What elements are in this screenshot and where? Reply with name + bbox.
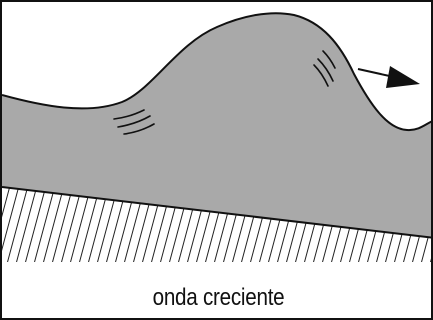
hatch-line xyxy=(16,182,38,264)
wave-body xyxy=(2,13,433,238)
diagram-caption: onda creciente xyxy=(32,284,404,312)
hatch-line xyxy=(7,182,29,264)
hatch-line xyxy=(2,182,11,264)
arrow-right-icon xyxy=(358,66,420,88)
hatch-line xyxy=(2,182,20,264)
hatch-line xyxy=(25,182,47,264)
hatch-line xyxy=(34,182,56,264)
